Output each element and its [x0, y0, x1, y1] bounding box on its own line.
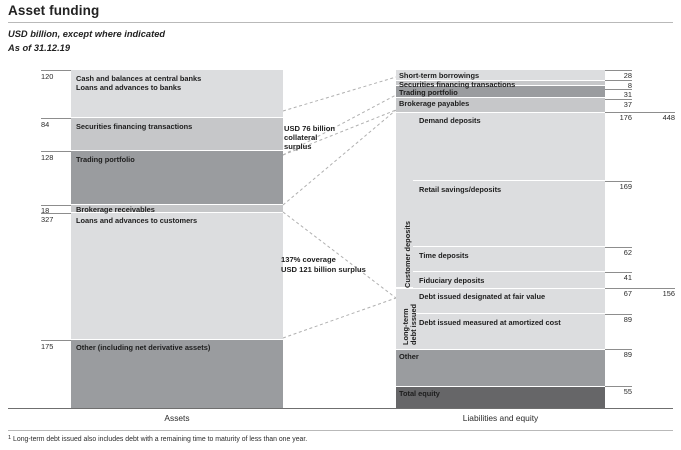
- leader-line-liab-10: [605, 349, 632, 350]
- footnote: 1 Long-term debt issued also includes de…: [8, 435, 308, 443]
- annotation-collateral-surplus-line2: collateral: [284, 133, 318, 142]
- leader-line-liab-5: [605, 181, 632, 182]
- value-liab-other: 89: [623, 350, 632, 359]
- value-assets-loans-and-advances-customers: 327: [41, 215, 54, 224]
- assets-column: [71, 70, 283, 408]
- value-liab-debt-issued-amortized-cost: 89: [623, 315, 632, 324]
- leader-line-liab-2: [605, 89, 632, 90]
- band-label-trading-portfolio: Trading portfolio: [76, 155, 135, 164]
- band-label-loans-and-advances-to-customers: Loans and advances to customers: [76, 216, 198, 225]
- liabilities-column: [396, 70, 605, 408]
- band-other-liabilities: [396, 350, 605, 386]
- band-fiduciary-deposits: [413, 273, 605, 288]
- annotation-collateral-surplus-line3: surplus: [284, 142, 312, 151]
- band-label-time-deposits: Time deposits: [419, 251, 469, 260]
- group-total-long-term-debt-issued: 156: [662, 289, 675, 298]
- band-label-short-term-borrowings: Short-term borrowings: [399, 71, 480, 80]
- value-assets-brokerage-receivables: 18: [41, 206, 50, 215]
- band-time-deposits: [413, 248, 605, 272]
- band-label-debt-issued-fair-value: Debt issued designated at fair value: [419, 292, 546, 301]
- band-label-debt-issued-amortized-cost: Debt issued measured at amortized cost: [419, 318, 561, 327]
- band-label-cash-and-balances-line1: Cash and balances at central banks: [76, 74, 202, 83]
- leader-line-assets-2: [41, 151, 71, 152]
- footnote-text: Long-term debt issued also includes debt…: [13, 436, 308, 443]
- value-assets-trading-portfolio: 128: [41, 153, 54, 162]
- band-label-demand-deposits: Demand deposits: [419, 116, 481, 125]
- header-divider: [8, 22, 673, 23]
- value-liab-short-term-borrowings: 28: [623, 71, 632, 80]
- band-label-securities-financing-transactions-liab: Securities financing transactions: [399, 80, 516, 89]
- axis-label-liabilities-and-equity: Liabilities and equity: [462, 413, 539, 423]
- value-liab-debt-issued-fair-value: 67: [623, 289, 632, 298]
- band-debt-issued-amortized-cost: [413, 315, 605, 349]
- band-label-total-equity: Total equity: [399, 389, 440, 398]
- value-liab-fiduciary-deposits: 41: [623, 273, 632, 282]
- leader-line-assets-1: [41, 118, 71, 119]
- leader-line-assets-4: [41, 213, 71, 214]
- annotation-coverage-line2: USD 121 billion surplus: [281, 265, 366, 274]
- band-brokerage-payables: [396, 98, 605, 112]
- group-label-long-term-debt-line2: debt issued: [409, 303, 418, 345]
- band-label-brokerage-receivables: Brokerage receivables: [76, 205, 155, 214]
- band-debt-issued-fair-value: [413, 289, 605, 314]
- footnote-marker: 1: [8, 435, 12, 441]
- leader-line-liab-0: [605, 70, 632, 71]
- leader-line-liab-7: [605, 272, 632, 273]
- band-label-other-liabilities: Other: [399, 352, 419, 361]
- band-label-cash-and-balances-line2: Loans and advances to banks: [76, 83, 182, 92]
- band-other-net-derivative-assets: [71, 340, 283, 408]
- leader-line-liab-4: [605, 112, 675, 113]
- subtitle-units: USD billion, except where indicated: [8, 29, 166, 39]
- band-trading-portfolio: [71, 151, 283, 204]
- band-label-securities-financing-transactions: Securities financing transactions: [76, 122, 193, 131]
- band-cash-and-balances: [71, 70, 283, 117]
- leader-line-liab-9: [605, 314, 632, 315]
- value-liab-securities-financing: 8: [627, 81, 632, 90]
- value-liab-brokerage-payables: 37: [623, 100, 632, 109]
- value-liab-trading-portfolio: 31: [623, 90, 632, 99]
- band-label-brokerage-payables: Brokerage payables: [399, 99, 470, 108]
- subtitle-date: As of 31.12.19: [8, 43, 71, 53]
- axis-baseline: [8, 408, 673, 410]
- leader-line-assets-0: [41, 70, 71, 71]
- value-liab-time-deposits: 62: [623, 248, 632, 257]
- band-trading-portfolio-liab: [396, 86, 605, 97]
- leader-line-liab-6: [605, 247, 632, 248]
- band-retail-savings-deposits: [413, 182, 605, 247]
- value-liab-retail-savings-deposits: 169: [619, 182, 632, 191]
- band-brokerage-receivables: [71, 205, 283, 212]
- leader-line-liab-1: [605, 80, 632, 81]
- leader-line-liab-11: [605, 386, 632, 387]
- band-label-trading-portfolio-liab: Trading portfolio: [399, 88, 458, 97]
- page-title: Asset funding: [8, 3, 100, 18]
- annotation-coverage-line1: 137% coverage: [281, 255, 336, 264]
- leader-line-liab-3: [605, 99, 632, 100]
- band-label-other-net-derivative-assets: Other (including net derivative assets): [76, 343, 211, 352]
- band-label-fiduciary-deposits: Fiduciary deposits: [419, 276, 485, 285]
- band-securities-financing-transactions: [71, 118, 283, 150]
- band-securities-financing-transactions-liab: [396, 81, 605, 85]
- group-total-customer-deposits: 448: [662, 113, 675, 122]
- axis-label-assets: Assets: [164, 413, 190, 423]
- value-assets-cash-and-balances: 120: [41, 72, 54, 81]
- band-total-equity: [396, 387, 605, 408]
- annotation-collateral-surplus-line1: USD 76 billion: [284, 124, 336, 133]
- value-assets-other: 175: [41, 342, 54, 351]
- value-liab-demand-deposits: 176: [619, 113, 632, 122]
- leader-line-assets-5: [41, 340, 71, 341]
- value-liab-total-equity: 55: [623, 387, 632, 396]
- value-assets-securities-financing: 84: [41, 120, 50, 129]
- band-loans-and-advances-to-customers: [71, 213, 283, 339]
- leader-line-liab-8: [605, 288, 675, 289]
- band-label-retail-savings-deposits: Retail savings/deposits: [419, 185, 502, 194]
- band-short-term-borrowings: [396, 70, 605, 80]
- group-label-customer-deposits: Customer deposits: [403, 221, 412, 288]
- band-demand-deposits: [413, 113, 605, 181]
- footer-divider: [8, 430, 673, 431]
- leader-line-assets-3: [41, 205, 71, 206]
